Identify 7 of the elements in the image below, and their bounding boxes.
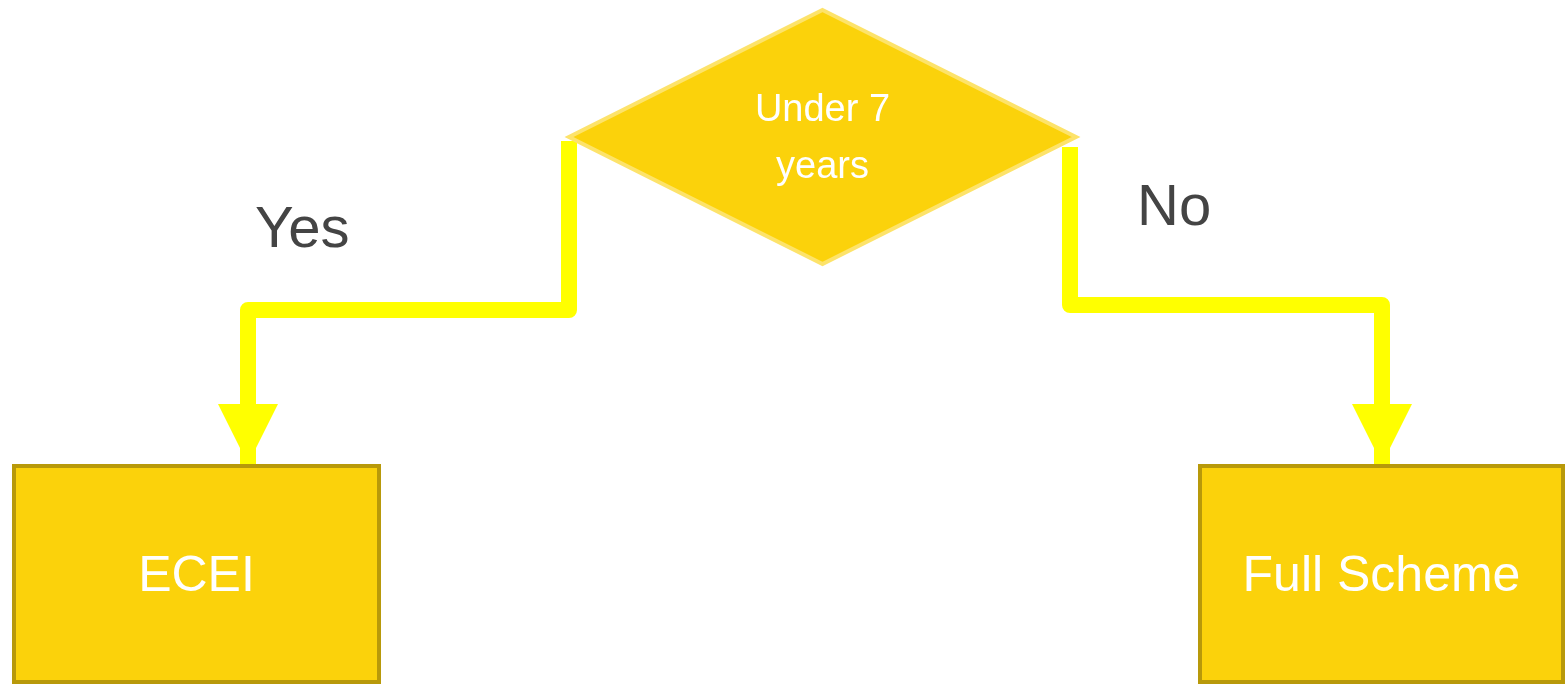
arrow [218,141,577,464]
node-label: ECEI [138,544,255,604]
process-box [12,464,381,684]
node-label: Full Scheme [1242,544,1521,604]
process-box [1198,464,1565,684]
arrow [1062,147,1412,464]
node-label: Under 7 years [753,86,892,188]
